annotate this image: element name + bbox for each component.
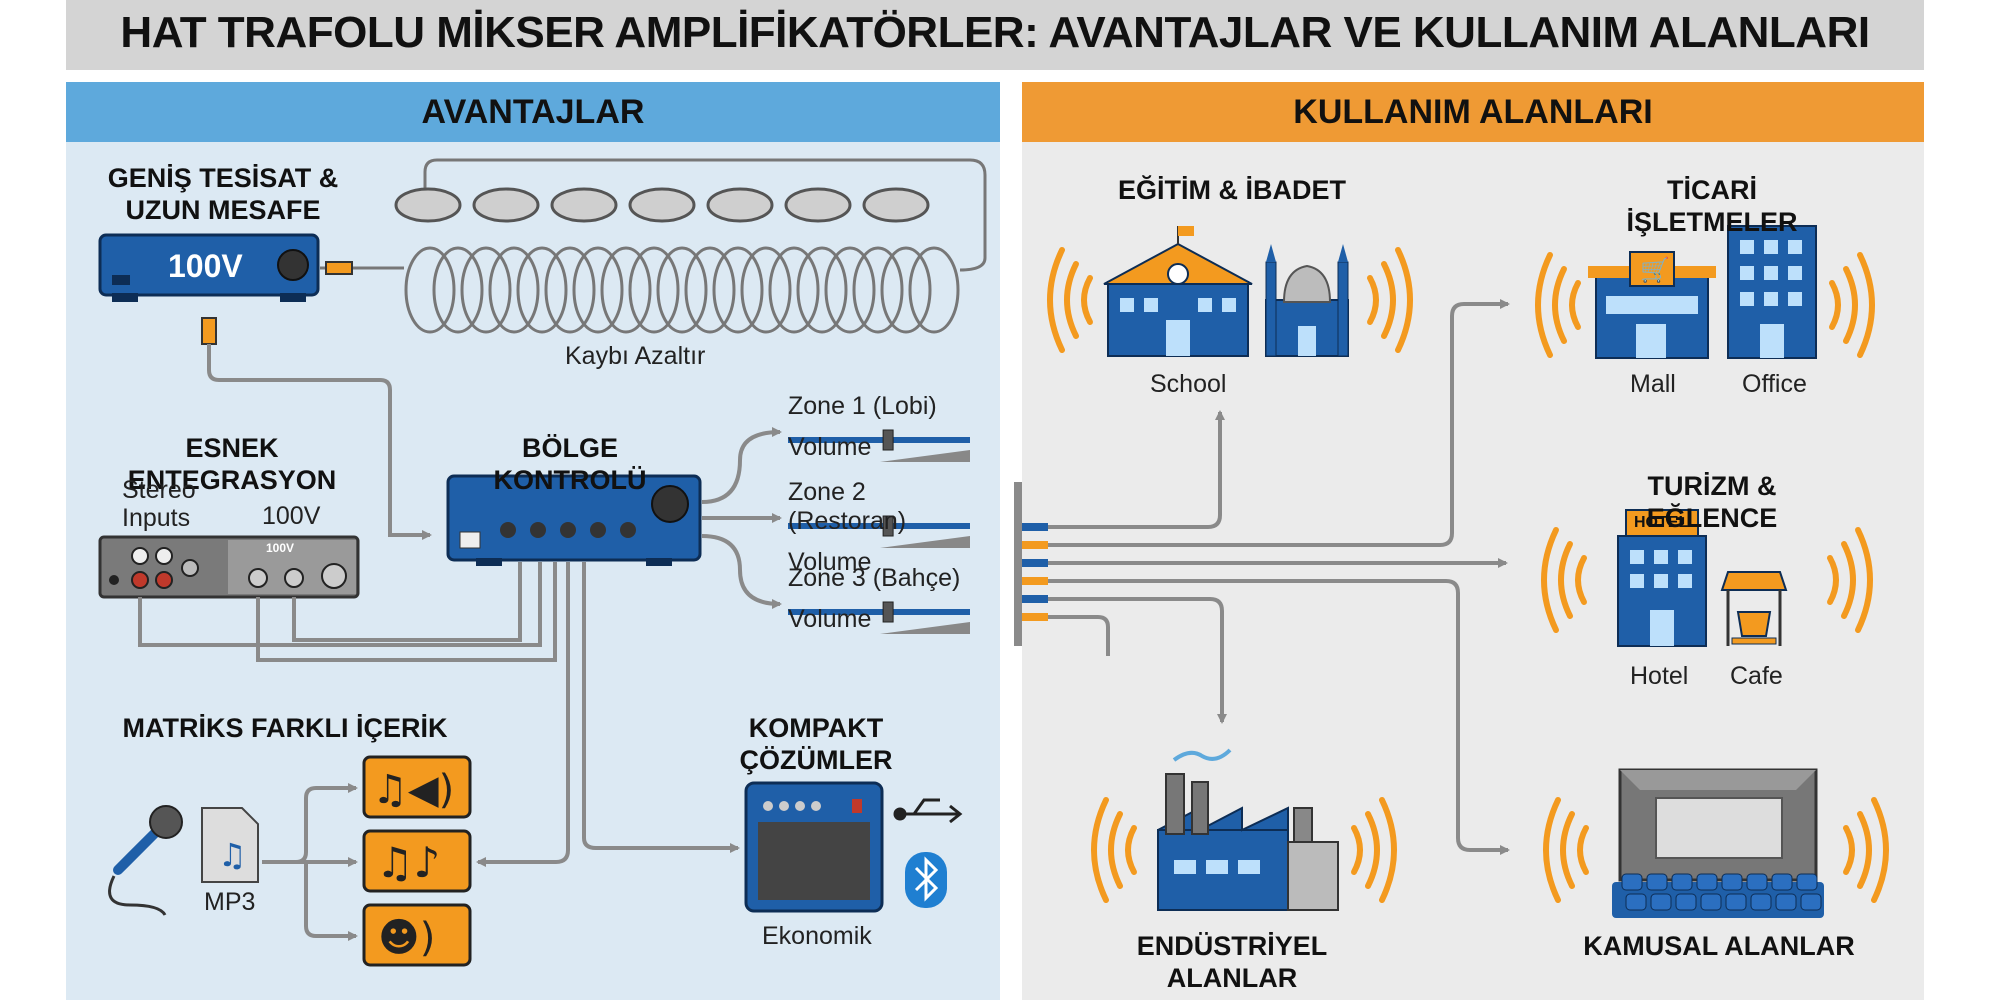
wide-install-title-line2: UZUN MESAFE <box>125 195 321 225</box>
cinema-seat <box>1746 873 1768 891</box>
zone-1-volume-label: Volume <box>788 433 872 461</box>
zone-1-volume-track[interactable] <box>788 437 970 443</box>
cable-bundle <box>1014 482 1048 646</box>
mp3-file-icon: ♫ <box>201 807 259 883</box>
hotel-sign: HOTEL <box>1634 514 1689 531</box>
office-icon <box>1727 225 1817 359</box>
zone-control-title: BÖLGE KONTROLÜ <box>493 433 647 495</box>
svg-text:🛒: 🛒 <box>1640 256 1670 284</box>
loss-reduction-label: Kaybı Azaltır <box>565 342 706 370</box>
office-label: Office <box>1742 370 1807 398</box>
industrial-title: ENDÜSTRİYEL ALANLAR <box>1136 931 1328 993</box>
tourism-title: TURİZM & EĞLENCE <box>1646 471 1778 533</box>
cinema-seat <box>1675 893 1697 911</box>
commercial-title: TİCARİ İŞLETMELER <box>1626 175 1798 237</box>
zone-3: Zone 3 (Bahçe) Volume <box>788 564 978 634</box>
zone-3-volume-track[interactable] <box>788 609 970 615</box>
wide-install-title: GENİŞ TESİSAT & UZUN MESAFE <box>88 162 358 226</box>
zone-2-volume-track[interactable] <box>788 523 970 529</box>
stereo-inputs-label: Stereo Inputs <box>122 476 196 532</box>
zone-2-volume-knob[interactable] <box>882 515 894 537</box>
stereo-label-line1: Stereo <box>122 476 196 504</box>
cinema-seat <box>1775 893 1797 911</box>
cinema-seat <box>1625 893 1647 911</box>
ceiling-speakers <box>394 187 930 223</box>
advantages-header: AVANTAJLAR <box>66 82 1000 142</box>
cinema-seat <box>1800 893 1822 911</box>
bluetooth-icon <box>905 852 947 908</box>
zone-3-name: Zone 3 (Bahçe) <box>788 564 961 592</box>
usb-icon <box>893 798 963 824</box>
school-label: School <box>1150 370 1227 398</box>
zone-3-volume-label: Volume <box>788 605 872 633</box>
cafe-icon <box>1720 571 1788 646</box>
cafe-label: Cafe <box>1730 662 1783 690</box>
matrix-title: MATRİKS FARKLI İÇERİK <box>122 713 448 743</box>
school-icon <box>1103 226 1253 357</box>
integration-title: ESNEK ENTEGRASYON <box>127 433 337 495</box>
mall-label: Mall <box>1630 370 1676 398</box>
zone-2: Zone 2 (Restoran) Volume <box>788 478 978 577</box>
factory-icon <box>1157 748 1339 911</box>
cinema-seat <box>1771 873 1793 891</box>
economic-label: Ekonomik <box>762 922 872 950</box>
page-title: HAT TRAFOLU MİKSER AMPLİFİKATÖRLER: AVAN… <box>120 8 1870 57</box>
cinema-seat <box>1725 893 1747 911</box>
svg-text:♫: ♫ <box>218 836 247 874</box>
title-bar <box>66 0 1924 70</box>
microphone-icon <box>108 805 183 916</box>
compact-title: KOMPAKT ÇÖZÜMLER <box>739 713 893 775</box>
svg-text:☻): ☻) <box>378 915 435 961</box>
audio-plug-icon <box>201 317 217 345</box>
zone-1-volume-knob[interactable] <box>882 429 894 451</box>
amplifier-100v <box>98 233 320 302</box>
mall-icon: 🛒 <box>1588 251 1716 359</box>
mp3-label: MP3 <box>204 888 256 916</box>
svg-text:♫♪: ♫♪ <box>376 838 440 887</box>
zone-control-amplifier <box>446 474 702 566</box>
cinema-seats <box>1621 873 1822 911</box>
cinema-seat <box>1750 893 1772 911</box>
compact-speaker-icon <box>744 781 884 913</box>
stereo-label-line2: Inputs <box>122 504 191 532</box>
hotel-icon <box>1617 509 1707 647</box>
speaker-coil <box>320 158 987 334</box>
education-title: EĞİTİM & İBADET <box>1118 175 1346 205</box>
amp-100v-label: 100V <box>168 248 243 284</box>
wide-install-title-line1: GENİŞ TESİSAT & <box>107 163 339 193</box>
cinema-seat <box>1696 873 1718 891</box>
svg-text:♫◀): ♫◀) <box>372 767 454 813</box>
cinema-seat <box>1671 873 1693 891</box>
panel-100v-marking: 100V <box>266 541 295 555</box>
hotel-label: Hotel <box>1630 662 1689 690</box>
zone-1-name: Zone 1 (Lobi) <box>788 392 937 420</box>
music-channel-icons: ♫◀) ♫♪ ☻) <box>362 755 472 967</box>
zone-3-volume-knob[interactable] <box>882 601 894 623</box>
zone-2-name: Zone 2 (Restoran) <box>788 478 907 535</box>
cinema-seat <box>1646 873 1668 891</box>
v100-input-label: 100V <box>262 502 321 530</box>
public-title: KAMUSAL ALANLAR <box>1583 931 1855 961</box>
usage-areas-header: KULLANIM ALANLARI <box>1022 82 1924 142</box>
mosque-icon <box>1265 244 1349 357</box>
integration-device <box>98 535 360 599</box>
cinema-seat <box>1650 893 1672 911</box>
zone-1: Zone 1 (Lobi) Volume <box>788 392 978 462</box>
cinema-seat <box>1721 873 1743 891</box>
cinema-seat <box>1621 873 1643 891</box>
cinema-seat <box>1796 873 1818 891</box>
zone-2-volume-label: Volume <box>788 548 872 576</box>
cinema-seat <box>1700 893 1722 911</box>
